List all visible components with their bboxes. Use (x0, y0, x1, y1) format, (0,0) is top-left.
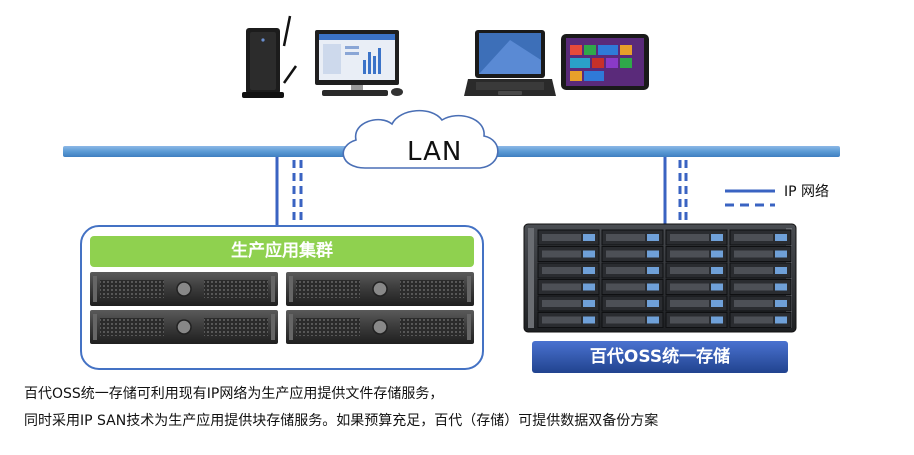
drive-bay (729, 246, 792, 262)
server-unit (286, 272, 474, 306)
drive-bay (665, 262, 728, 279)
drive-bay (601, 262, 664, 279)
drive-bay (601, 279, 664, 295)
drive-bay (729, 229, 792, 246)
drive-bay (729, 262, 792, 279)
storage-appliance (523, 223, 797, 333)
drive-bay (537, 279, 600, 295)
drive-bay (729, 279, 792, 295)
server-unit (90, 272, 278, 306)
drive-bay (665, 229, 728, 246)
lan-cloud (342, 109, 499, 169)
legend (725, 189, 775, 207)
drive-bay (665, 279, 728, 295)
cluster-title: 生产应用集群 (231, 241, 333, 261)
drive-bay (665, 295, 728, 312)
caption-line-2: 同时采用IP SAN技术为生产应用提供块存储服务。如果预算充足，百代（存储）可提… (24, 413, 659, 429)
lan-label: LAN (407, 137, 463, 167)
storage-title-bar (532, 341, 788, 373)
drive-bay (537, 295, 600, 312)
drive-bay (601, 312, 664, 328)
drive-bay (665, 312, 728, 328)
legend-label: IP 网络 (784, 184, 830, 200)
drive-bay (729, 295, 792, 312)
drive-bay (601, 246, 664, 262)
drive-bay (537, 246, 600, 262)
drive-bay (729, 312, 792, 328)
caption-line-1: 百代OSS统一存储可利用现有IP网络为生产应用提供文件存储服务， (24, 386, 444, 402)
laptop-icon (464, 30, 556, 96)
server-unit (90, 310, 278, 344)
storage-title: 百代OSS统一存储 (589, 347, 731, 367)
server-unit (286, 310, 474, 344)
drive-bay (601, 295, 664, 312)
tablet-icon (561, 34, 649, 90)
desktop-monitor-icon (315, 30, 403, 96)
drive-bay (537, 262, 600, 279)
thin-client-icon (242, 15, 298, 98)
drive-bay (537, 312, 600, 328)
cluster-header-bar (90, 236, 474, 267)
drive-bay (665, 246, 728, 262)
drive-bay (601, 229, 664, 246)
drive-bay (537, 229, 600, 246)
